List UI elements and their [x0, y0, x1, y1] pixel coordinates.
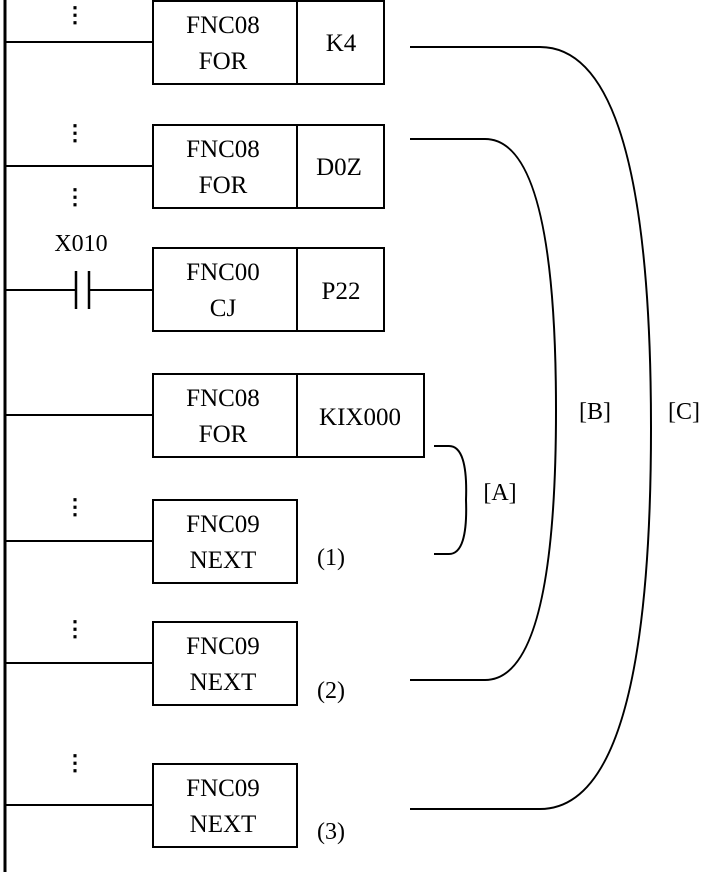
operand: D0Z — [316, 154, 362, 181]
fnc-code: FNC08 — [186, 12, 260, 39]
fnc-code: FNC08 — [186, 136, 260, 163]
fnc-code: FNC09 — [186, 511, 260, 538]
ellipsis-3: ⋮ — [64, 184, 86, 209]
fnc-code: FNC08 — [186, 385, 260, 412]
rung-1: FNC08 FOR K4 — [5, 0, 385, 85]
instruction-box — [152, 763, 298, 848]
operand: P22 — [322, 278, 361, 305]
operand-box — [296, 247, 385, 332]
instruction-name: FOR — [199, 172, 248, 199]
normally-open-contact-icon — [74, 271, 91, 309]
ellipsis-6: ⋮ — [64, 750, 86, 775]
operand-box — [296, 0, 385, 85]
instruction-name: NEXT — [190, 547, 257, 574]
instruction-name: NEXT — [190, 669, 257, 696]
instruction-box — [152, 621, 298, 706]
operand: KIX000 — [319, 404, 401, 431]
bracket-c-label: [C] — [668, 399, 700, 425]
fnc-code: FNC09 — [186, 775, 260, 802]
bracket-c-curve — [410, 46, 653, 810]
ellipsis-5: ⋮ — [64, 616, 86, 641]
rung-2: FNC08 FOR D0Z — [5, 124, 385, 209]
contact-label: X010 — [54, 231, 107, 257]
fnc-code: FNC09 — [186, 633, 260, 660]
next-number-label: (1) — [317, 545, 345, 571]
instruction-box — [152, 499, 298, 584]
rung-7: FNC09 NEXT (3) — [5, 763, 345, 848]
bracket-a-label: [A] — [483, 480, 516, 506]
rung-6: FNC09 NEXT (2) — [5, 621, 345, 706]
bracket-b-label: [B] — [579, 399, 611, 425]
rung-3: X010 FNC00 CJ P22 — [5, 231, 385, 332]
ellipsis-4: ⋮ — [64, 494, 86, 519]
instruction-name: NEXT — [190, 811, 257, 838]
bracket-c: [C] — [410, 46, 700, 810]
operand-box — [296, 373, 425, 458]
bracket-a: [A] — [434, 445, 517, 555]
bracket-a-curve — [434, 445, 468, 555]
fnc-code: FNC00 — [186, 259, 260, 286]
next-number-label: (2) — [317, 678, 345, 704]
continuation-dots: ⋮ ⋮ ⋮ ⋮ ⋮ ⋮ — [64, 2, 86, 775]
instruction-name: CJ — [210, 295, 237, 322]
instruction-name: FOR — [199, 48, 248, 75]
ellipsis-1: ⋮ — [64, 2, 86, 27]
next-number-label: (3) — [317, 819, 345, 845]
bracket-b: [B] — [410, 138, 611, 681]
operand: K4 — [326, 30, 357, 57]
bracket-b-curve — [410, 138, 558, 681]
instruction-name: FOR — [199, 421, 248, 448]
operand-box — [296, 124, 385, 209]
rung-4: FNC08 FOR KIX000 — [5, 373, 425, 458]
rung-5: FNC09 NEXT (1) — [5, 499, 345, 584]
ellipsis-2: ⋮ — [64, 120, 86, 145]
